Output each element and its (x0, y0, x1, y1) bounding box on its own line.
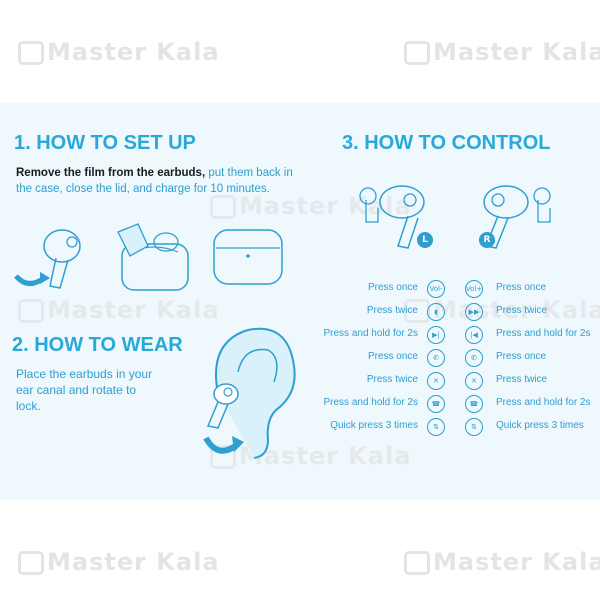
closed-case-illustration (213, 229, 283, 285)
left-control-label: Press once (367, 282, 418, 293)
instruction-panel (0, 103, 600, 500)
left-control-label: Press once (367, 351, 418, 362)
hang-up-icon: ☎ (465, 395, 483, 413)
left-earbud-tap-illustration (359, 185, 425, 249)
left-control-label: Press and hold for 2s (323, 397, 419, 408)
control-heading: 3. HOW TO CONTROL (342, 132, 551, 154)
left-badge: L (417, 232, 433, 248)
right-control-label: Press once (496, 351, 547, 362)
setup-instruction-bold: Remove the film from the earbuds, (16, 167, 206, 179)
right-badge: R (479, 232, 495, 248)
earbuds-in-case-illustration (117, 223, 189, 291)
watermark-top-left: Master Kala (18, 38, 220, 66)
watermark-bottom-right: Master Kala (404, 548, 600, 576)
mode-switch-icon: ⇅ (465, 418, 483, 436)
watermark-mid-3: Master Kala (404, 296, 600, 324)
right-control-label: Press once (496, 282, 547, 293)
answer-call-icon: ✆ (427, 349, 445, 367)
answer-call-icon: ✆ (465, 349, 483, 367)
voice-assistant-icon: Vol- (427, 280, 445, 298)
watermark-bottom-left: Master Kala (18, 548, 220, 576)
setup-instruction-rest: put them back in the case, close the lid… (16, 167, 293, 195)
left-control-label: Press twice (366, 374, 418, 385)
reject-call-icon: ✕ (427, 372, 445, 390)
skip-back-icon: |◀ (465, 326, 483, 344)
voice-assistant-icon: Vol+ (465, 280, 483, 298)
right-control-label: Press twice (496, 305, 548, 316)
left-control-label: Press and hold for 2s (323, 328, 419, 339)
setup-heading: 1. HOW TO SET UP (14, 132, 196, 154)
left-control-label: Press twice (366, 305, 418, 316)
earbud-film-illustration (14, 229, 81, 289)
wear-heading: 2. HOW TO WEAR (12, 334, 183, 356)
wear-instruction: Place the earbuds in your ear canal and … (16, 367, 153, 413)
right-earbud-tap-illustration (483, 185, 551, 249)
mode-switch-icon: ⇅ (427, 418, 445, 436)
right-control-label: Quick press 3 times (496, 420, 584, 431)
watermark-top-right: Master Kala (404, 38, 600, 66)
reject-call-icon: ✕ (465, 372, 483, 390)
hang-up-icon: ☎ (427, 395, 445, 413)
next-track-icon: ▶▶ (465, 303, 483, 321)
previous-track-icon: ◖ (427, 303, 445, 321)
right-control-label: Press twice (496, 374, 548, 385)
left-control-label: Quick press 3 times (330, 420, 418, 431)
watermark-mid-2: Master Kala (18, 296, 220, 324)
right-control-label: Press and hold for 2s (496, 328, 591, 339)
setup-instruction: Remove the film from the earbuds, put th… (16, 165, 306, 197)
ear-illustration (203, 327, 296, 459)
right-control-label: Press and hold for 2s (496, 397, 591, 408)
play-pause-icon: ▶| (427, 326, 445, 344)
